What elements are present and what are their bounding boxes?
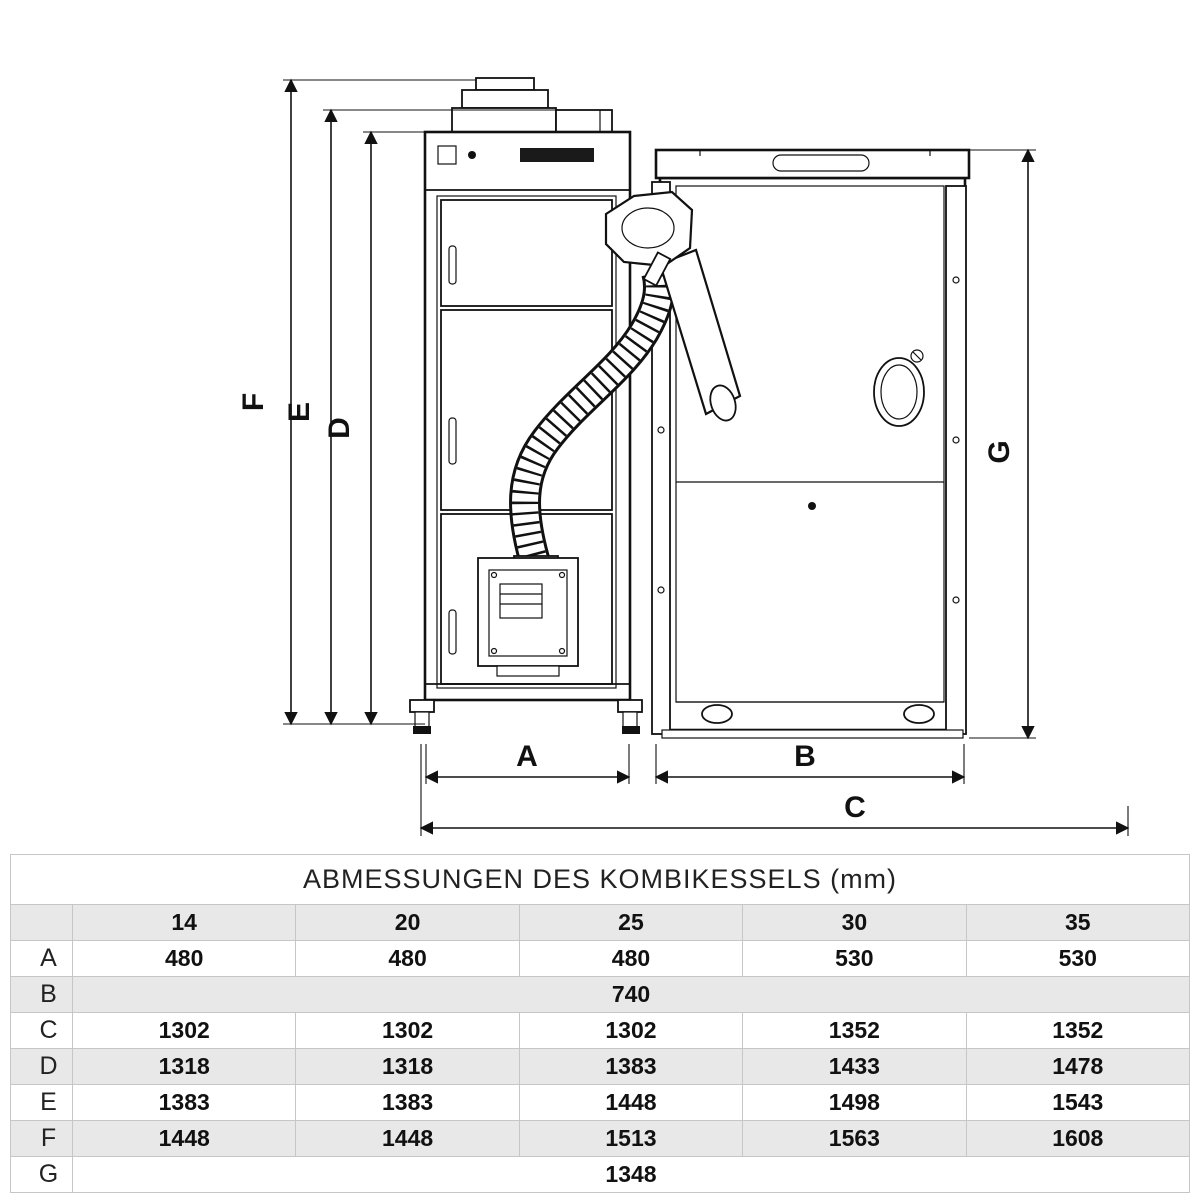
row-label: A [10,940,73,977]
hopper-foot-hole [701,704,733,724]
boiler-foot [617,699,643,713]
dimension-lines: F E D G [237,78,1130,836]
value-cell: 530 [965,940,1191,977]
value-cell: 1513 [518,1120,744,1157]
dim-line-E: E [283,108,556,726]
value-cell: 1302 [518,1012,744,1049]
auger-motor [604,190,694,268]
control-switch [437,145,457,165]
dim-label-E: E [283,402,316,422]
dim-label-G: G [983,440,1016,463]
value-cell: 480 [71,940,297,977]
pellet-burner [477,557,579,677]
value-cell: 480 [295,940,520,977]
value-cell: 1352 [965,1012,1191,1049]
value-cell: 480 [518,940,744,977]
table-title: ABMESSUNGEN DES KOMBIKESSELS (mm) [10,854,1190,905]
column-header: 30 [742,904,967,941]
auger-outlet-collar [642,251,672,287]
auger-feeder [604,190,742,422]
row-label: E [10,1084,73,1121]
boiler-foot [409,699,435,713]
value-cell: 1448 [295,1120,520,1157]
value-cell: 1498 [742,1084,967,1121]
value-cell: 1352 [742,1012,967,1049]
boiler-flue [451,77,613,135]
upper-door [440,199,613,307]
value-cell: 1448 [518,1084,744,1121]
hopper-foot-hole [903,704,935,724]
value-cell: 1478 [965,1048,1191,1085]
value-cell: 1608 [965,1120,1191,1157]
column-header: 14 [71,904,297,941]
dim-line-B: B [654,740,966,784]
table-title-row: ABMESSUNGEN DES KOMBIKESSELS (mm) [10,854,1190,905]
value-cell: 530 [742,940,967,977]
pellet-hopper [651,148,971,739]
value-cell: 1302 [295,1012,520,1049]
row-label: C [10,1012,73,1049]
value-cell: 1318 [295,1048,520,1085]
value-cell: 1383 [295,1084,520,1121]
dim-line-G: G [969,148,1036,740]
row-label: F [10,1120,73,1157]
dim-line-F: F [237,78,476,726]
dim-line-A: A [424,740,631,784]
value-cell-span: 1348 [72,1156,1190,1193]
dim-label-D: D [323,417,356,439]
column-header: 25 [518,904,744,941]
value-cell: 1318 [71,1048,297,1085]
value-cell: 1383 [518,1048,744,1085]
hopper-sight-glass [873,349,925,427]
value-cell: 1563 [742,1120,967,1157]
dim-label-B: B [794,740,816,773]
row-label: G [10,1156,73,1193]
row-label: D [10,1048,73,1085]
table-corner-cell [10,904,73,941]
value-cell: 1383 [71,1084,297,1121]
column-header: 20 [295,904,520,941]
value-cell-span: 740 [72,976,1190,1013]
dim-label-C: C [844,791,866,824]
value-cell: 1448 [71,1120,297,1157]
value-cell: 1543 [965,1084,1191,1121]
column-header: 35 [965,904,1191,941]
dim-line-C: C [419,744,1130,836]
row-label: B [10,976,73,1013]
indicator-dot [468,151,476,159]
hopper-lid-handle [772,154,870,172]
dim-line-D: D [323,130,425,726]
value-cell: 1302 [71,1012,297,1049]
dim-label-A: A [516,740,538,773]
boiler-dimension-diagram: F E D G [237,77,1130,836]
value-cell: 1433 [742,1048,967,1085]
dim-label-F: F [237,393,270,411]
brand-badge [520,148,594,162]
